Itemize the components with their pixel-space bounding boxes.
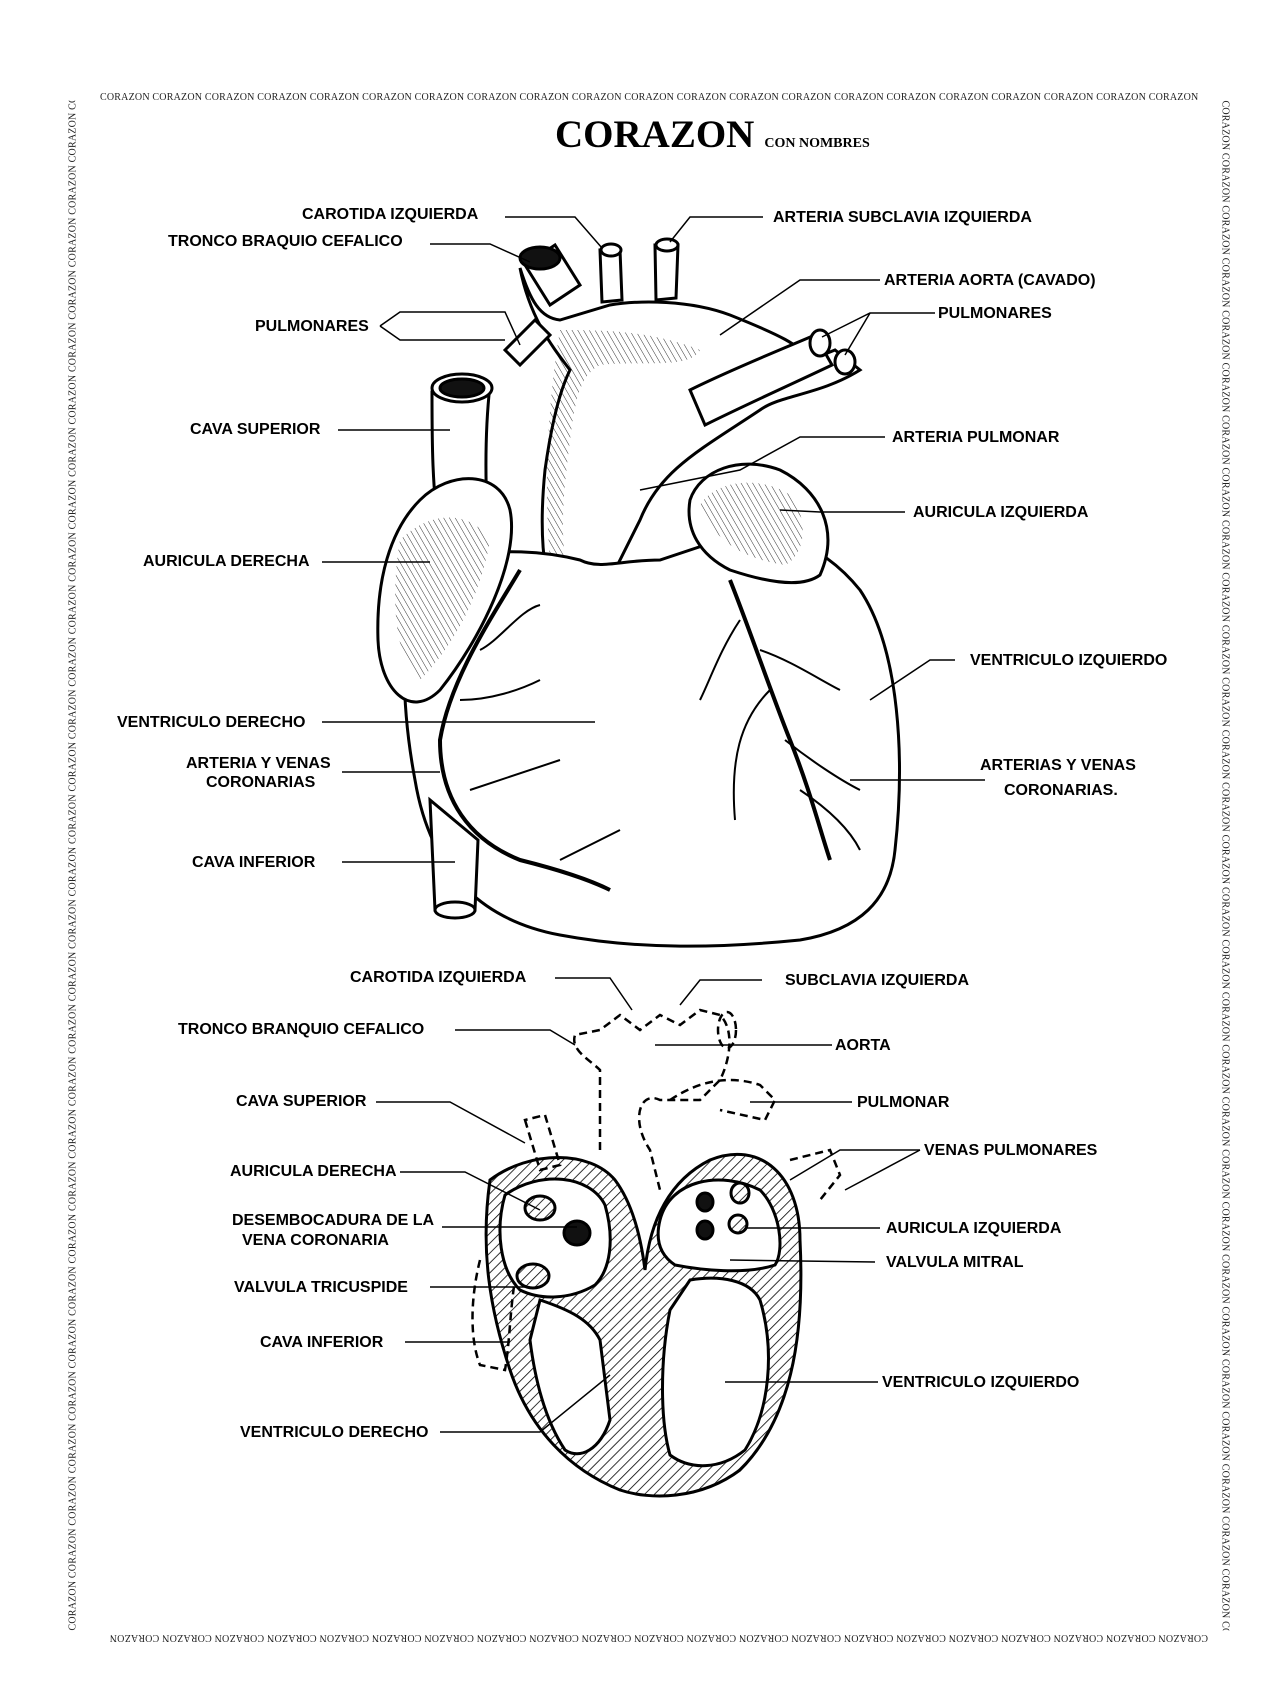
right-ventricle-chamber <box>528 1298 612 1456</box>
label-s-desembocadura-1: DESEMBOCADURA DE LA <box>232 1212 435 1229</box>
external-heart-illustration <box>376 237 901 948</box>
label-s-carotida-izquierda: CAROTIDA IZQUIERDA <box>350 969 527 986</box>
pulmonary-vessel-2 <box>833 348 857 376</box>
label-s-venas-pulmonares: VENAS PULMONARES <box>924 1142 1098 1159</box>
label-arteria-pulmonar: ARTERIA PULMONAR <box>892 429 1060 446</box>
label-ventriculo-derecho: VENTRICULO DERECHO <box>117 714 305 731</box>
border-text-top: CORAZON CORAZON CORAZON CORAZON CORAZON … <box>100 92 1200 103</box>
label-tronco-braquio-cefalico: TRONCO BRAQUIO CEFALICO <box>168 233 403 250</box>
label-arteria-aorta: ARTERIA AORTA (CAVADO) <box>884 272 1096 289</box>
coronary-left <box>728 579 832 861</box>
left-atrium-chamber <box>656 1178 782 1273</box>
left-carotid-opening <box>599 242 623 258</box>
coronary-right <box>437 568 611 892</box>
label-s-cava-superior: CAVA SUPERIOR <box>236 1093 367 1110</box>
label-s-auricula-derecha: AURICULA DERECHA <box>230 1163 397 1180</box>
label-pulmonares-left: PULMONARES <box>255 318 369 335</box>
opening-1 <box>523 1194 557 1222</box>
page-title: CORAZON <box>555 113 755 156</box>
label-s-valvula-mitral: VALVULA MITRAL <box>886 1254 1024 1271</box>
page-subtitle: CON NOMBRES <box>764 136 870 151</box>
label-s-desembocadura-2: VENA CORONARIA <box>242 1232 389 1249</box>
label-s-ventriculo-izquierdo: VENTRICULO IZQUIERDO <box>882 1374 1079 1391</box>
label-s-auricula-izquierda: AURICULA IZQUIERDA <box>886 1220 1062 1237</box>
lpv-3 <box>695 1219 715 1241</box>
section-leader-lines <box>376 977 921 1433</box>
label-arterias-venas-2: CORONARIAS. <box>1004 782 1118 799</box>
label-s-valvula-tricuspide: VALVULA TRICUSPIDE <box>234 1279 408 1296</box>
lpv-2 <box>729 1181 751 1205</box>
left-pulmonary-veins <box>502 317 553 368</box>
aortic-shading <box>547 330 700 560</box>
brachiocephalic-opening <box>518 245 562 271</box>
pulmonary-vessel-1 <box>808 328 832 358</box>
section-heart-illustration <box>471 1008 842 1498</box>
label-auricula-izquierda: AURICULA IZQUIERDA <box>913 504 1089 521</box>
external-labels: CAROTIDA IZQUIERDA TRONCO BRAQUIO CEFALI… <box>117 206 1167 871</box>
label-s-aorta: AORTA <box>835 1037 891 1054</box>
left-subclavia-opening <box>654 237 680 253</box>
left-ventricle-chamber <box>661 1276 770 1468</box>
label-arterias-venas-1: ARTERIAS Y VENAS <box>980 757 1136 774</box>
label-carotida-izquierda: CAROTIDA IZQUIERDA <box>302 206 479 223</box>
pulmonary-artery-branch <box>688 333 835 428</box>
external-leader-lines <box>322 216 985 863</box>
label-auricula-derecha: AURICULA DERECHA <box>143 553 310 570</box>
label-s-tronco-branquio-cefalico: TRONCO BRANQUIO CEFALICO <box>178 1021 424 1038</box>
label-pulmonares-right: PULMONARES <box>938 305 1052 322</box>
section-labels: CAROTIDA IZQUIERDA TRONCO BRANQUIO CEFAL… <box>178 969 1098 1441</box>
label-arteria-venas-2: CORONARIAS <box>206 774 316 791</box>
opening-3 <box>515 1262 551 1290</box>
label-cava-inferior: CAVA INFERIOR <box>192 854 316 871</box>
label-arteria-venas-1: ARTERIA Y VENAS <box>186 755 331 772</box>
title-block: CORAZON CON NOMBRES <box>555 112 870 157</box>
left-carotid <box>598 248 624 304</box>
opening-coronaria <box>562 1219 592 1247</box>
label-s-subclavia-izquierda: SUBCLAVIA IZQUIERDA <box>785 972 969 989</box>
label-ventriculo-izquierdo: VENTRICULO IZQUIERDO <box>970 652 1167 669</box>
label-s-cava-inferior: CAVA INFERIOR <box>260 1334 384 1351</box>
left-subclavia <box>653 243 680 302</box>
label-s-pulmonar: PULMONAR <box>857 1094 950 1111</box>
label-s-ventriculo-derecho: VENTRICULO DERECHO <box>240 1424 428 1441</box>
lpv-4 <box>727 1213 749 1235</box>
lpv-1 <box>695 1191 715 1213</box>
label-cava-superior: CAVA SUPERIOR <box>190 421 321 438</box>
label-arteria-subclavia-izquierda: ARTERIA SUBCLAVIA IZQUIERDA <box>773 209 1032 226</box>
